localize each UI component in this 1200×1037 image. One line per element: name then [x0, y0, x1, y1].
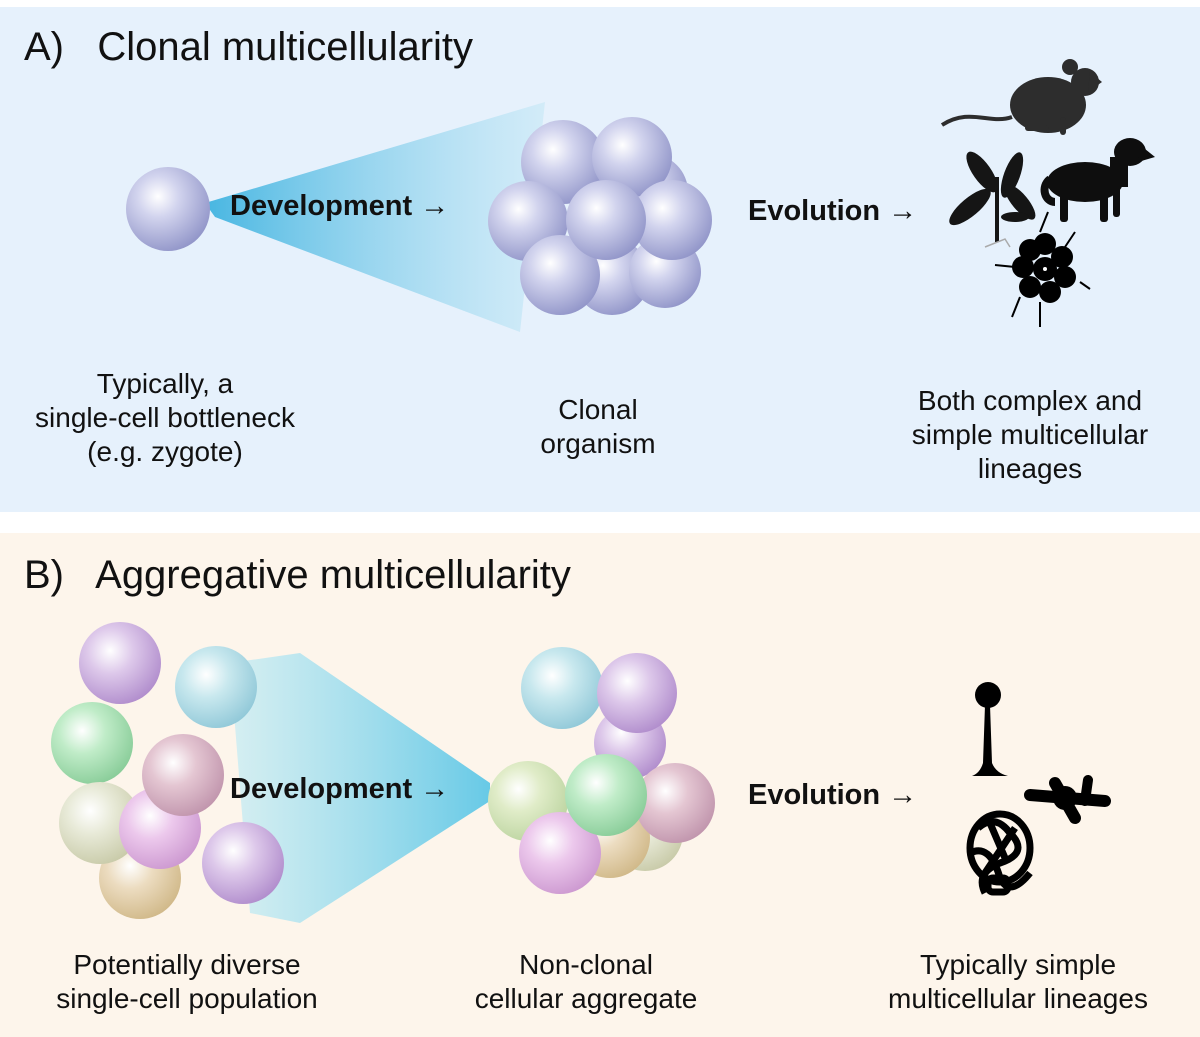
panel-a-illustration	[126, 59, 1155, 332]
tangled-aggregate-icon	[966, 810, 1034, 896]
panel-a-caption-start: Typically, a single-cell bottleneck (e.g…	[35, 368, 295, 467]
panel-a-caption-middle: Clonal organism	[540, 394, 656, 459]
single-cell	[126, 167, 210, 251]
fruiting-body-icon	[972, 682, 1008, 776]
development-cone	[230, 653, 490, 923]
clonal-organism-cluster	[488, 117, 712, 315]
panel-a-caption-end: Both complex and simple multicellular li…	[911, 385, 1149, 484]
dog-icon	[1040, 138, 1155, 222]
panel-a-evolution-label: Evolution →	[748, 195, 918, 227]
panel-b-illustration	[51, 622, 1111, 923]
development-cone	[205, 102, 545, 332]
panel-b-caption-middle: Non-clonal cellular aggregate	[474, 949, 698, 1014]
panel-clonal: A) Clonal multicellularity	[0, 7, 1200, 512]
volvox-icon	[994, 211, 1091, 327]
panel-a-title: A) Clonal multicellularity	[24, 25, 474, 69]
panel-aggregative: B) Aggregative multicellularity	[0, 533, 1200, 1037]
panel-b-title: B) Aggregative multicellularity	[24, 553, 571, 597]
diverse-cell-population	[51, 622, 284, 919]
mouse-icon	[940, 59, 1102, 135]
panel-a-development-label: Development →	[230, 190, 450, 222]
panel-b-caption-end: Typically simple multicellular lineages	[888, 949, 1148, 1014]
panel-b-caption-start: Potentially diverse single-cell populati…	[56, 949, 318, 1014]
aggregate-cluster	[488, 647, 715, 894]
panel-b-evolution-label: Evolution →	[748, 779, 918, 811]
panel-b-development-label: Development →	[230, 773, 450, 805]
plant-icon	[949, 151, 1036, 248]
slug-icon	[1024, 775, 1111, 824]
